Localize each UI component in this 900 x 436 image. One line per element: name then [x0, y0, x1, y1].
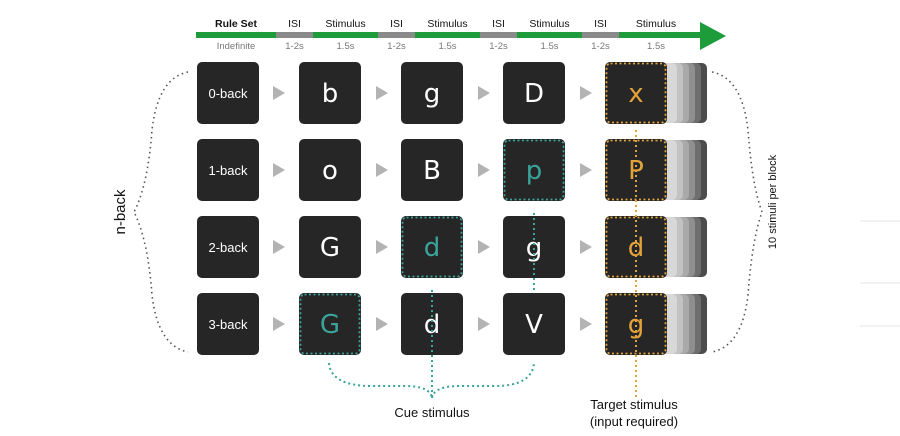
cue-stimulus-card [503, 139, 565, 201]
transition-arrow [273, 163, 285, 177]
timeline-segment-duration: 1-2s [285, 41, 304, 52]
transition-arrow [273, 86, 285, 100]
timeline-arrowhead [700, 22, 726, 50]
transition-arrow [580, 163, 592, 177]
timeline-segment-label: Stimulus [325, 18, 365, 30]
transition-arrow [580, 86, 592, 100]
stimulus-letter: D [524, 79, 544, 109]
stimulus-letter: b [322, 79, 339, 109]
timeline-segment-label: ISI [594, 18, 607, 30]
timeline-segment [313, 32, 378, 38]
stimulus-card [503, 216, 565, 278]
timeline-segment-label: ISI [492, 18, 505, 30]
stimulus-letter: G [320, 310, 340, 340]
stimulus-letter: d [628, 233, 645, 263]
stimulus-letter: V [525, 310, 543, 340]
rule-card [197, 293, 259, 355]
timeline-segment-duration: 1-2s [591, 41, 610, 52]
timeline-segment [582, 32, 619, 38]
timeline-segment-duration: 1.5s [647, 41, 665, 52]
timeline-segment [415, 32, 480, 38]
target-outline [605, 293, 667, 355]
timeline-segment-duration: Indefinite [217, 41, 256, 52]
timeline-segment [619, 32, 717, 38]
transition-arrow [376, 317, 388, 331]
timeline-segment-label: Stimulus [529, 18, 569, 30]
cue-connector [328, 213, 535, 399]
timeline-segment-duration: 1-2s [387, 41, 406, 52]
stimulus-card [401, 293, 463, 355]
transition-arrow [580, 317, 592, 331]
rule-card [197, 139, 259, 201]
transition-arrow [273, 240, 285, 254]
timeline-segment [276, 32, 313, 38]
stimulus-card [299, 216, 361, 278]
stimulus-letter: B [423, 156, 441, 186]
cue-outline [503, 139, 565, 201]
stimulus-letter: p [526, 156, 543, 186]
stimulus-card [299, 62, 361, 124]
timeline-segment [517, 32, 582, 38]
timeline-segment-label: Stimulus [636, 18, 676, 30]
timeline-segment-duration: 1.5s [541, 41, 559, 52]
cue-stimulus-label: Cue stimulus [394, 405, 470, 420]
transition-arrow [478, 86, 490, 100]
stimulus-letter: g [424, 79, 441, 109]
target-stimulus-label: Target stimulus [590, 397, 678, 412]
transition-arrow [376, 163, 388, 177]
target-outline [605, 62, 667, 124]
rule-card-label: 0-back [208, 86, 248, 101]
transition-arrow [478, 163, 490, 177]
cue-outline [401, 216, 463, 278]
target-stimulus-card [605, 62, 667, 124]
timeline-segment [378, 32, 415, 38]
transition-arrow [273, 317, 285, 331]
transition-arrow [580, 240, 592, 254]
stimulus-card [401, 62, 463, 124]
rule-card-label: 3-back [208, 317, 248, 332]
transition-arrow [376, 240, 388, 254]
n-back-label: n-back [112, 189, 129, 235]
rule-card [197, 216, 259, 278]
stimulus-card [401, 139, 463, 201]
stimulus-letter: G [320, 233, 340, 263]
n-back-brace [133, 71, 189, 353]
timeline-segment [480, 32, 517, 38]
rule-card-label: 2-back [208, 240, 248, 255]
timeline-segment-label: Stimulus [427, 18, 467, 30]
rule-card [197, 62, 259, 124]
transition-arrow [376, 86, 388, 100]
stimulus-card [503, 293, 565, 355]
timeline-segment-label: Rule Set [215, 18, 258, 30]
cue-stimulus-card [401, 216, 463, 278]
cue-outline [299, 293, 361, 355]
timeline-segment-label: ISI [390, 18, 403, 30]
stimulus-letter: d [424, 233, 441, 263]
timeline-segment-duration: 1.5s [337, 41, 355, 52]
per-block-label: 10 stimuli per block [767, 154, 779, 249]
target-stimulus-sublabel: (input required) [590, 414, 678, 429]
target-outline [605, 139, 667, 201]
per-block-brace [711, 71, 763, 353]
cue-stimulus-card [299, 293, 361, 355]
timeline-segment-duration: 1-2s [489, 41, 508, 52]
stimulus-letter: o [322, 156, 338, 186]
rule-card-label: 1-back [208, 163, 248, 178]
transition-arrow [478, 240, 490, 254]
timeline-segment-label: ISI [288, 18, 301, 30]
target-stimulus-card [605, 293, 667, 355]
stimulus-card [299, 139, 361, 201]
stimulus-letter: x [628, 79, 643, 109]
transition-arrow [478, 317, 490, 331]
timeline-segment [196, 32, 276, 38]
stimulus-card [503, 62, 565, 124]
timeline-segment-duration: 1.5s [439, 41, 457, 52]
